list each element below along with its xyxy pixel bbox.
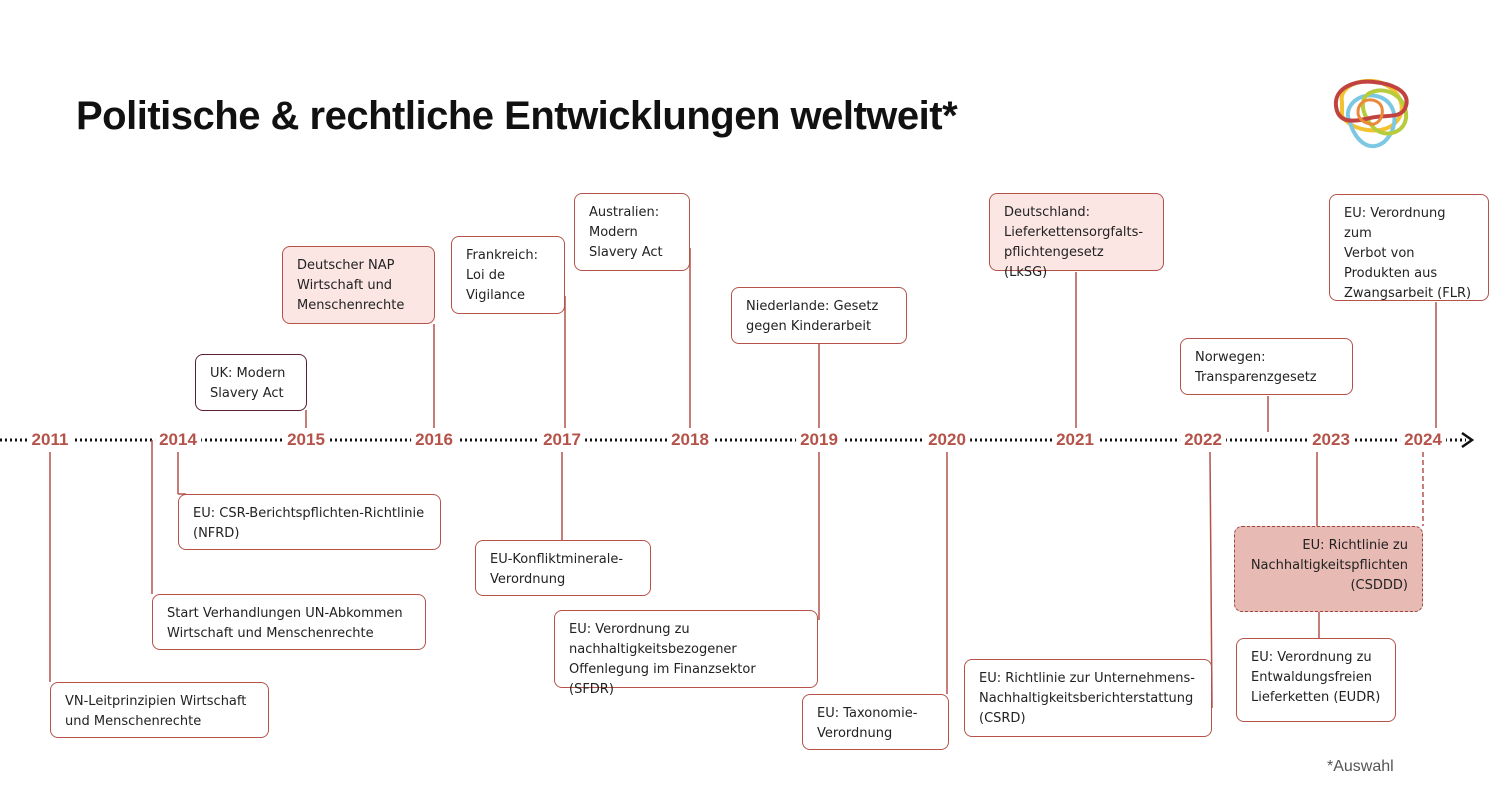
logo-icon xyxy=(1333,78,1409,149)
year-label-2018: 2018 xyxy=(667,430,713,450)
event-box-eu-csrd: EU: Richtlinie zur Unternehmens- Nachhal… xyxy=(964,659,1212,737)
event-box-eu-sfdr: EU: Verordnung zu nachhaltigkeitsbezogen… xyxy=(554,610,818,697)
year-label-2022: 2022 xyxy=(1180,430,1226,450)
year-label-2017: 2017 xyxy=(539,430,585,450)
year-label-2020: 2020 xyxy=(924,430,970,450)
event-box-eu-flr: EU: Verordnung zum Verbot von Produkten … xyxy=(1329,194,1489,301)
year-label-2015: 2015 xyxy=(283,430,329,450)
event-box-un-abkommen: Start Verhandlungen UN-Abkommen Wirtscha… xyxy=(152,594,426,650)
event-box-eu-konfliktminerale: EU-Konfliktminerale- Verordnung xyxy=(475,540,651,596)
event-box-niederlande-kinderarbeit: Niederlande: Gesetz gegen Kinderarbeit xyxy=(731,287,907,344)
year-label-2016: 2016 xyxy=(411,430,457,450)
year-label-2019: 2019 xyxy=(796,430,842,450)
year-label-2023: 2023 xyxy=(1308,430,1354,450)
event-box-norwegen-transparenzgesetz: Norwegen: Transparenzgesetz xyxy=(1180,338,1353,395)
year-label-2011: 2011 xyxy=(27,430,73,450)
event-box-frankreich-loi-de-vigilance: Frankreich: Loi de Vigilance xyxy=(451,236,565,314)
year-label-2014: 2014 xyxy=(155,430,201,450)
event-box-australien-modern-slavery-act: Australien: Modern Slavery Act xyxy=(574,193,690,271)
event-box-eu-taxonomie: EU: Taxonomie- Verordnung xyxy=(802,694,949,750)
event-box-deutschland-lksg: Deutschland: Lieferkettensorgfalts- pfli… xyxy=(989,193,1164,280)
footnote: *Auswahl xyxy=(1327,758,1394,775)
event-box-eu-csddd: EU: Richtlinie zu Nachhaltigkeitspflicht… xyxy=(1234,526,1423,612)
year-label-2024: 2024 xyxy=(1400,430,1446,450)
event-box-deutscher-nap: Deutscher NAP Wirtschaft und Menschenrec… xyxy=(282,246,435,324)
event-box-uk-modern-slavery-act: UK: Modern Slavery Act xyxy=(195,354,307,411)
event-box-vn-leitprinzipien: VN-Leitprinzipien Wirtschaft und Mensche… xyxy=(50,682,269,738)
page-title: Politische & rechtliche Entwicklungen we… xyxy=(76,94,958,138)
event-box-eu-nfrd: EU: CSR-Berichtspflichten-Richtlinie (NF… xyxy=(178,494,441,550)
event-box-eu-eudr: EU: Verordnung zu Entwaldungsfreien Lief… xyxy=(1236,638,1396,722)
year-label-2021: 2021 xyxy=(1052,430,1098,450)
